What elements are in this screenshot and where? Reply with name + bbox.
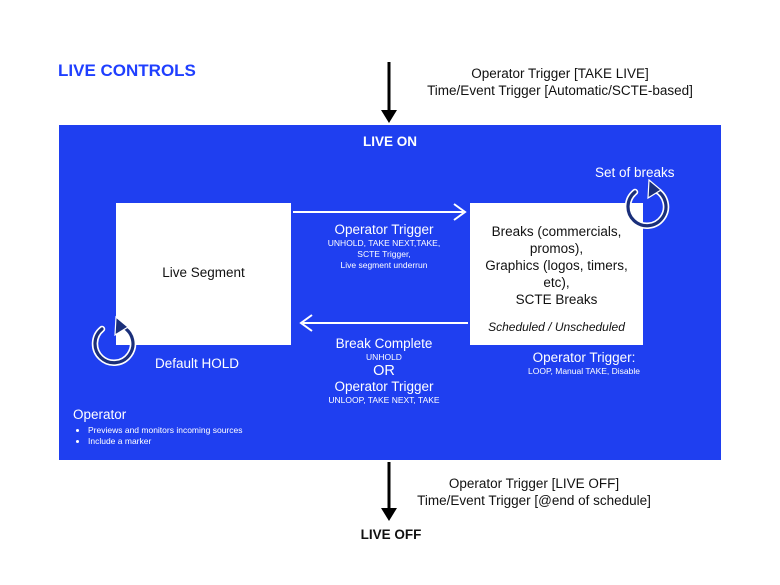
- breaks-box-text: Breaks (commercials, promos), Graphics (…: [470, 223, 643, 308]
- back-sub1: UNHOLD: [366, 352, 402, 362]
- forward-arrow: [293, 203, 467, 221]
- operator-list: Previews and monitors incoming sources I…: [73, 425, 333, 447]
- hold-cycle-icon: [91, 315, 137, 366]
- forward-transition-label: Operator Trigger UNHOLD, TAKE NEXT,TAKE,…: [299, 222, 469, 271]
- top-trigger-line1: Operator Trigger [TAKE LIVE]: [471, 66, 649, 81]
- live-off-label: LIVE OFF: [360, 527, 422, 542]
- bottom-trigger-text: Operator Trigger [LIVE OFF] Time/Event T…: [382, 475, 686, 509]
- operator-title: Operator: [73, 407, 127, 422]
- top-trigger-line2: Time/Event Trigger [Automatic/SCTE-based…: [427, 83, 693, 98]
- back-sub2: UNLOOP, TAKE NEXT, TAKE: [328, 395, 440, 405]
- operator-item: Include a marker: [88, 436, 333, 447]
- forward-title: Operator Trigger: [334, 222, 434, 237]
- back-or: OR: [373, 363, 395, 379]
- right-trigger-sub: LOOP, Manual TAKE, Disable: [528, 366, 640, 376]
- live-on-panel: LIVE ON Live Segment Breaks (commercials…: [59, 125, 721, 460]
- breaks-line5: SCTE Breaks: [515, 292, 598, 307]
- loop-cycle-icon: [624, 178, 670, 229]
- breaks-line3: Graphics (logos, timers,: [485, 258, 628, 273]
- page-title: LIVE CONTROLS: [58, 61, 196, 80]
- default-hold-label: Default HOLD: [155, 356, 240, 371]
- bottom-trigger-line1: Operator Trigger [LIVE OFF]: [448, 476, 620, 491]
- bottom-trigger-line2: Time/Event Trigger [@end of schedule]: [417, 493, 651, 508]
- back-title2: Operator Trigger: [334, 379, 434, 394]
- live-off-exit-arrow: [381, 462, 397, 521]
- breaks-line2: promos),: [529, 241, 584, 256]
- set-of-breaks-label: Set of breaks: [595, 165, 675, 180]
- live-segment-label: Live Segment: [162, 265, 245, 280]
- forward-line2: SCTE Trigger,: [357, 249, 411, 259]
- right-trigger-title: Operator Trigger:: [532, 350, 636, 365]
- breaks-box: Breaks (commercials, promos), Graphics (…: [470, 203, 643, 345]
- breaks-box-subtitle: Scheduled / Unscheduled: [488, 320, 625, 334]
- back-title: Break Complete: [335, 336, 433, 351]
- top-trigger-text: Operator Trigger [TAKE LIVE] Time/Event …: [398, 65, 722, 99]
- forward-line1: UNHOLD, TAKE NEXT,TAKE,: [327, 238, 441, 248]
- breaks-line1: Breaks (commercials,: [491, 224, 622, 239]
- operator-item: Previews and monitors incoming sources: [88, 425, 333, 436]
- live-segment-box: Live Segment: [116, 203, 291, 345]
- breaks-line4: etc),: [543, 275, 570, 290]
- operator-notes: Operator Previews and monitors incoming …: [73, 407, 333, 447]
- right-operator-trigger: Operator Trigger: LOOP, Manual TAKE, Dis…: [484, 350, 684, 377]
- live-on-heading: LIVE ON: [362, 134, 417, 149]
- back-transition-label: Break Complete UNHOLD OR Operator Trigge…: [299, 336, 469, 406]
- live-on-entry-arrow: [381, 62, 397, 123]
- forward-line3: Live segment underrun: [340, 260, 428, 270]
- back-arrow: [299, 314, 468, 332]
